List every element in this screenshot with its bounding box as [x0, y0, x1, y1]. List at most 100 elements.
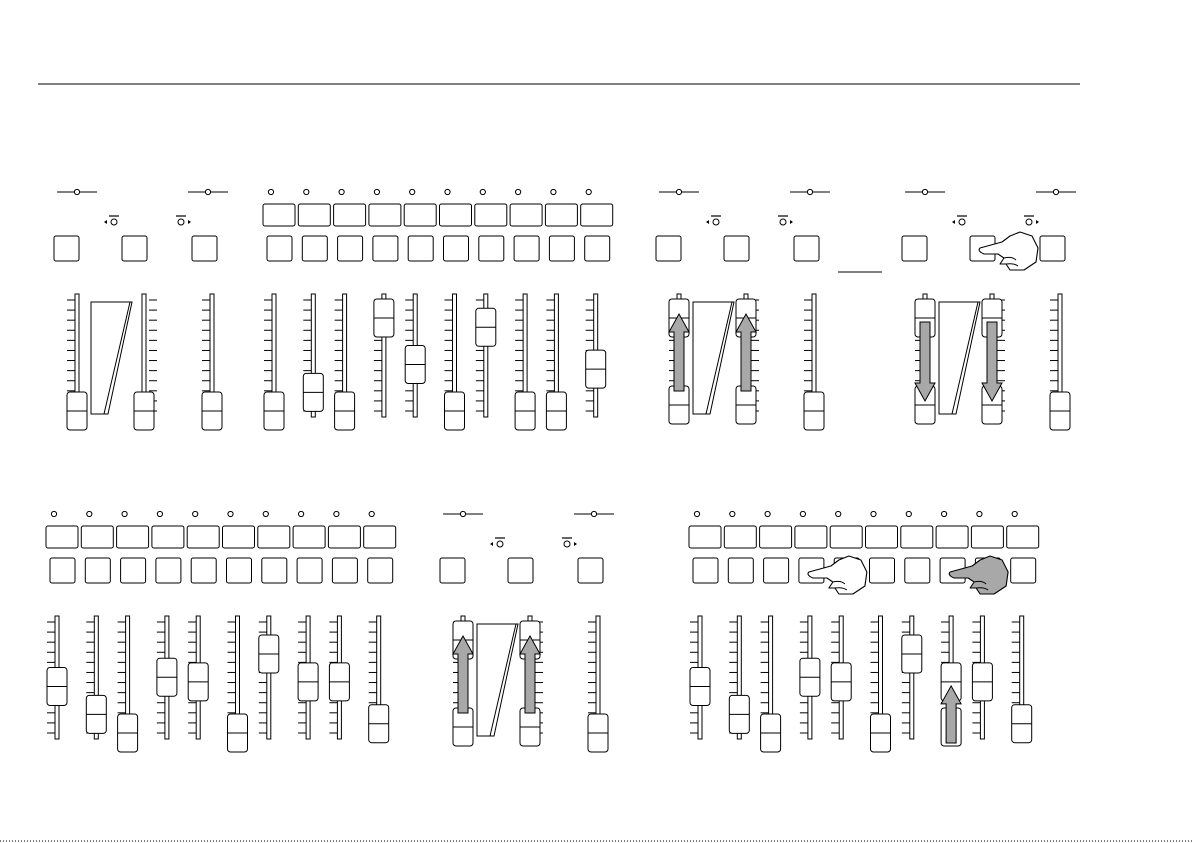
blackout-button[interactable] [1040, 236, 1065, 261]
indicator-led [694, 511, 699, 516]
fader [374, 294, 394, 417]
scene-a-button[interactable] [54, 236, 79, 261]
flash-button-3[interactable] [764, 558, 789, 583]
preset-button-8[interactable] [510, 204, 542, 226]
preset-button-3[interactable] [334, 204, 366, 226]
indicator-led [1053, 189, 1058, 194]
fader [67, 294, 87, 430]
scene-b-button[interactable] [122, 236, 147, 261]
fader [405, 294, 425, 417]
fader [1012, 616, 1032, 743]
flash-button-5[interactable] [408, 236, 433, 261]
fader [157, 616, 177, 739]
fader [761, 616, 781, 752]
flash-button-10[interactable] [585, 236, 610, 261]
preset-button-3[interactable] [117, 526, 149, 548]
flash-button-8[interactable] [297, 558, 322, 583]
scene-a-button[interactable] [656, 236, 681, 261]
preset-button-4[interactable] [369, 204, 401, 226]
flash-button-2[interactable] [85, 558, 110, 583]
blackout-button[interactable] [794, 236, 819, 261]
indicator-led [263, 511, 268, 516]
flash-button-6[interactable] [444, 236, 469, 261]
indicator-led [922, 189, 927, 194]
direction-dot [111, 219, 117, 225]
fader [515, 294, 535, 430]
arrow-left-icon [706, 220, 709, 224]
preset-button-10[interactable] [364, 526, 396, 548]
indicator-led [906, 511, 911, 516]
flash-button-3[interactable] [121, 558, 146, 583]
preset-button-7[interactable] [475, 204, 507, 226]
flash-button-4[interactable] [156, 558, 181, 583]
preset-button-7[interactable] [901, 526, 933, 548]
preset-button-6[interactable] [223, 526, 255, 548]
preset-button-9[interactable] [971, 526, 1003, 548]
fader [972, 616, 992, 739]
flash-button-9[interactable] [332, 558, 357, 583]
preset-button-1[interactable] [46, 526, 78, 548]
fader [202, 294, 222, 430]
preset-button-2[interactable] [81, 526, 113, 548]
flash-button-10[interactable] [368, 558, 393, 583]
flash-button-7[interactable] [905, 558, 930, 583]
preset-button-5[interactable] [187, 526, 219, 548]
scene-b-button[interactable] [508, 558, 533, 583]
scene-b-button[interactable] [724, 236, 749, 261]
preset-button-4[interactable] [795, 526, 827, 548]
fader [546, 294, 566, 430]
crossfade-panel-crossfade-up-2 [440, 511, 614, 752]
flash-button-9[interactable] [549, 236, 574, 261]
flash-button-2[interactable] [302, 236, 327, 261]
flash-button-5[interactable] [191, 558, 216, 583]
flash-button-6[interactable] [227, 558, 252, 583]
preset-button-6[interactable] [866, 526, 898, 548]
flash-button-8[interactable] [514, 236, 539, 261]
preset-button-8[interactable] [293, 526, 325, 548]
preset-button-9[interactable] [328, 526, 360, 548]
preset-button-7[interactable] [258, 526, 290, 548]
preset-button-3[interactable] [760, 526, 792, 548]
preset-button-1[interactable] [263, 204, 295, 226]
indicator-led [807, 189, 812, 194]
panel-layer [46, 189, 1076, 752]
scene-a-button[interactable] [902, 236, 927, 261]
flash-button-1[interactable] [267, 236, 292, 261]
flash-button-10[interactable] [1011, 558, 1036, 583]
flash-button-3[interactable] [338, 236, 363, 261]
preset-button-9[interactable] [545, 204, 577, 226]
blackout-button[interactable] [578, 558, 603, 583]
channels-panel-scene-preset-a [263, 189, 613, 430]
preset-button-10[interactable] [1007, 526, 1039, 548]
indicator-led [586, 189, 591, 194]
flash-button-1[interactable] [693, 558, 718, 583]
preset-button-8[interactable] [936, 526, 968, 548]
flash-button-7[interactable] [262, 558, 287, 583]
flash-button-1[interactable] [50, 558, 75, 583]
direction-dot [497, 541, 503, 547]
preset-button-5[interactable] [830, 526, 862, 548]
fader [118, 616, 138, 752]
preset-button-10[interactable] [581, 204, 613, 226]
preset-button-2[interactable] [298, 204, 330, 226]
blackout-button[interactable] [192, 236, 217, 261]
preset-button-1[interactable] [689, 526, 721, 548]
indicator-led [445, 189, 450, 194]
fader [902, 616, 922, 739]
flash-button-6[interactable] [870, 558, 895, 583]
direction-dot [178, 219, 184, 225]
preset-button-2[interactable] [724, 526, 756, 548]
indicator-led [228, 511, 233, 516]
fader [690, 616, 710, 739]
preset-button-5[interactable] [404, 204, 436, 226]
preset-button-6[interactable] [440, 204, 472, 226]
indicator-led [122, 511, 127, 516]
fader [228, 616, 248, 752]
preset-button-4[interactable] [152, 526, 184, 548]
flash-button-2[interactable] [728, 558, 753, 583]
indicator-led [480, 189, 485, 194]
flash-button-7[interactable] [479, 236, 504, 261]
scene-a-button[interactable] [440, 558, 465, 583]
flash-button-4[interactable] [373, 236, 398, 261]
